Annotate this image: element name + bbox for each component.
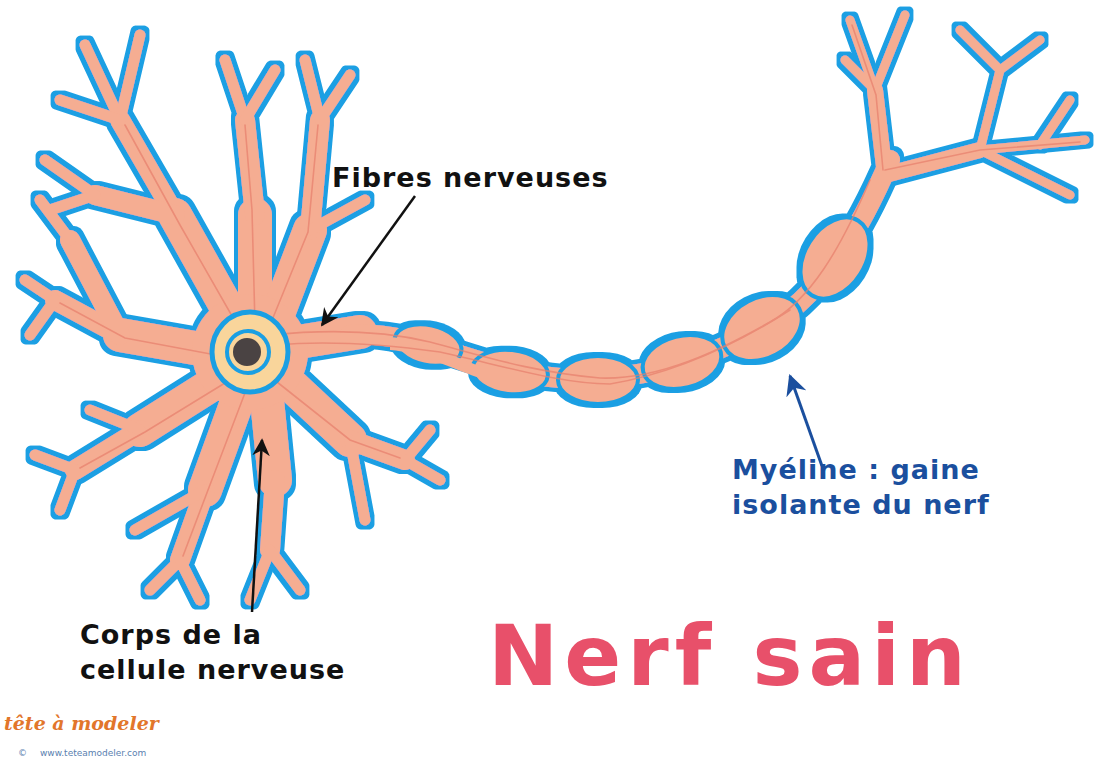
copyright-mark: © bbox=[18, 748, 38, 759]
nerve-fibres bbox=[60, 25, 1080, 556]
diagram-title: Nerf sain bbox=[488, 606, 1048, 706]
leader-arrow bbox=[322, 196, 415, 325]
myelin-sheath bbox=[391, 205, 884, 404]
cell-nucleus bbox=[212, 312, 288, 392]
part-label: Fibres nerveuses bbox=[332, 160, 652, 195]
watermark-logo: tête à modeler bbox=[4, 712, 204, 734]
neuron-body bbox=[25, 15, 1085, 600]
part-label: Myéline : gaine isolante du nerf bbox=[732, 452, 1017, 522]
watermark-url: www.teteamodeler.com bbox=[40, 748, 200, 759]
leader-arrow bbox=[790, 376, 822, 466]
part-label: Corps de la cellule nerveuse bbox=[80, 617, 368, 687]
leader-arrow bbox=[252, 440, 262, 612]
myelin-fill bbox=[390, 209, 880, 401]
